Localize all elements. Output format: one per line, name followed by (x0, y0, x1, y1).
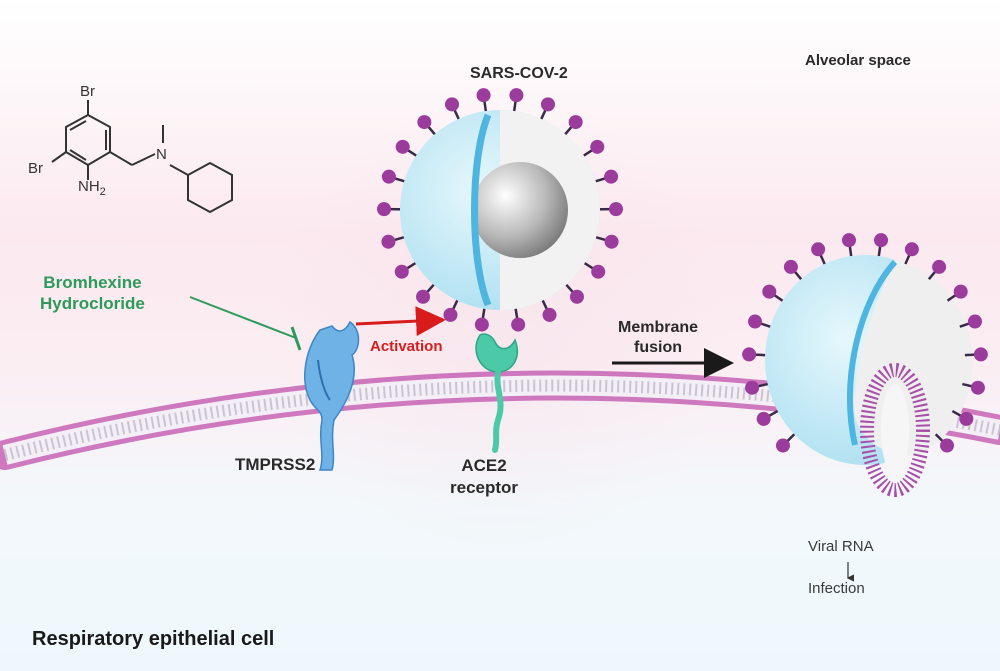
spike-head (540, 97, 555, 112)
spike-head (932, 259, 947, 274)
region-epithelial-cell: Respiratory epithelial cell (32, 628, 275, 650)
spike-head (874, 233, 889, 248)
spike-head (967, 314, 982, 329)
atom-nitrogen: N (156, 146, 167, 163)
spike-head (381, 169, 396, 184)
spike-head (591, 264, 606, 279)
spike-head (940, 438, 955, 453)
membrane-fusion-label: Membrane fusion (618, 318, 698, 358)
spike-head (959, 411, 974, 426)
spike-head (569, 289, 584, 304)
sars-cov-2-virion (400, 110, 600, 310)
inhibition-line (189, 296, 302, 351)
activation-arrow (355, 306, 446, 337)
spike-head (395, 139, 410, 154)
infection-label: Infection (808, 580, 865, 597)
activation-label: Activation (370, 338, 443, 355)
spike-head (604, 234, 619, 249)
spike-head (756, 411, 771, 426)
spike-head (953, 284, 968, 299)
bromhexine-structure (51, 100, 233, 214)
spike-head (745, 380, 760, 395)
tmprss2-label: TMPRSS2 (235, 455, 316, 474)
spike-head (542, 307, 557, 322)
spike-head (604, 169, 619, 184)
fusing-virion-spikes (742, 233, 988, 453)
drug-label-line2: Hydrocloride (40, 294, 145, 313)
spike-head (381, 234, 396, 249)
spike-head (904, 242, 919, 257)
ace2-protein (475, 333, 519, 453)
spike-head (394, 264, 409, 279)
viral-rna-label: Viral RNA (808, 538, 874, 555)
spike-head (973, 347, 988, 362)
spike-head (742, 347, 757, 362)
spike-head (762, 284, 777, 299)
virus-title: SARS-COV-2 (470, 65, 568, 82)
region-alveolar-space: Alveolar space (805, 52, 911, 69)
spike-head (590, 139, 605, 154)
spike-head (443, 307, 458, 322)
spike-head (748, 314, 763, 329)
spike-head (445, 97, 460, 112)
spike-head (841, 233, 856, 248)
spike-head (511, 317, 526, 332)
atom-br-top: Br (80, 83, 95, 100)
membrane-fusion-line2: fusion (634, 339, 683, 356)
ace2-label: ACE2 receptor (450, 455, 518, 499)
spike-head (811, 242, 826, 257)
drug-label: Bromhexine Hydrocloride (40, 272, 145, 314)
membrane-fusion-line1: Membrane (618, 319, 699, 336)
spike-head (417, 115, 432, 130)
spike-head (377, 202, 392, 217)
atom-amine-symbol: NH (78, 178, 100, 195)
atom-amine-subscript: 2 (99, 186, 106, 198)
spike-head (568, 115, 583, 130)
spike-head (416, 289, 431, 304)
drug-label-line1: Bromhexine (43, 273, 142, 292)
spike-head (476, 88, 491, 103)
ace2-label-line1: ACE2 (461, 456, 507, 475)
spike-head (608, 202, 623, 217)
spike-head (474, 317, 489, 332)
virion-spikes (377, 88, 623, 332)
tmprss2-protein (304, 320, 360, 471)
spike-head (783, 259, 798, 274)
ace2-label-line2: receptor (450, 478, 519, 497)
fusing-virion (765, 255, 973, 497)
atom-br-left: Br (28, 160, 43, 177)
atom-amine: NH2 (78, 178, 106, 198)
spike-head (970, 380, 985, 395)
spike-head (509, 88, 524, 103)
spike-head (775, 438, 790, 453)
